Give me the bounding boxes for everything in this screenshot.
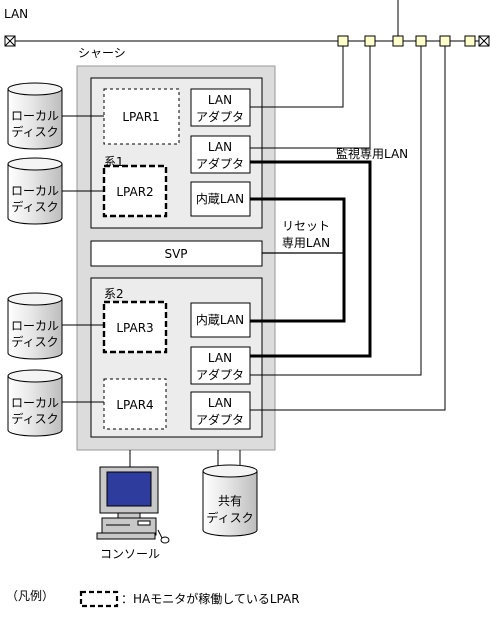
lan-adapter-2: LAN アダプタ <box>190 135 251 174</box>
reset-lan-label-1: リセット <box>282 219 330 233</box>
local-disk-label: ディスク <box>11 199 58 214</box>
local-disk-label: ディスク <box>11 411 58 426</box>
shared-disk-label: ディスク <box>206 510 253 525</box>
lan-adapter-label: LAN <box>208 396 232 410</box>
monitoring-lan-line <box>250 160 372 358</box>
legend-prefix: （凡例） <box>6 589 54 603</box>
internal-lan-2: 内蔵LAN <box>190 302 251 338</box>
internal-lan-1: 内蔵LAN <box>190 181 251 217</box>
local-disk-4: ローカル ディスク <box>7 369 63 437</box>
internal-lan-label: 内蔵LAN <box>196 192 244 206</box>
lan-adapter-label: アダプタ <box>196 367 244 382</box>
shared-disk-label: 共有 <box>218 494 242 508</box>
lpar-1: LPAR1 <box>103 88 180 145</box>
lan-label: LAN <box>4 7 28 21</box>
svp-box <box>90 240 263 267</box>
local-disk-label: ローカル <box>11 109 59 123</box>
lpar-2: LPAR2 <box>102 164 168 218</box>
lan-adapter-label: アダプタ <box>196 156 244 171</box>
chassis-label: シャーシ <box>78 46 126 60</box>
local-disk-1: ローカル ディスク <box>7 82 63 150</box>
legend-ha-lpar-icon <box>79 590 119 608</box>
lan-adapter-3: LAN アダプタ <box>190 346 251 385</box>
reset-lan-line <box>250 197 346 323</box>
legend-description: ：HAモニタが稼働しているLPAR <box>121 591 300 606</box>
lan-adapter-4: LAN アダプタ <box>190 391 251 430</box>
internal-lan-label: 内蔵LAN <box>196 313 244 327</box>
local-disk-2: ローカル ディスク <box>7 157 63 225</box>
reset-lan-label-2: 専用LAN <box>282 236 330 250</box>
lpar-label: LPAR4 <box>116 398 153 412</box>
system2-label: 系2 <box>104 287 124 301</box>
local-disk-label: ローカル <box>11 396 59 410</box>
lpar-label: LPAR2 <box>116 185 153 199</box>
lan-adapter-1: LAN アダプタ <box>190 88 251 127</box>
lan-adapter-label: LAN <box>208 140 232 154</box>
monitoring-lan-label: 監視専用LAN <box>336 146 408 161</box>
lpar-4: LPAR4 <box>103 378 167 430</box>
lan-terminator-left-icon <box>4 35 16 47</box>
lpar-label: LPAR3 <box>116 321 153 335</box>
console-label: コンソール <box>100 547 160 561</box>
shared-disk: 共有 ディスク <box>202 464 258 537</box>
lan-adapter-label: LAN <box>208 93 232 107</box>
lpar-3: LPAR3 <box>102 300 168 354</box>
local-disk-label: ディスク <box>11 124 58 139</box>
lan-adapter-label: アダプタ <box>196 109 244 124</box>
disk-connector-lines <box>62 115 104 403</box>
lpar-label: LPAR1 <box>122 110 159 124</box>
lan-adapter-label: アダプタ <box>196 412 244 427</box>
local-disk-label: ローカル <box>11 184 59 198</box>
lan-terminator-right-icon <box>478 35 490 47</box>
lan-connection-lines <box>250 46 446 411</box>
local-disk-label: ローカル <box>11 319 59 333</box>
local-disk-label: ディスク <box>11 334 58 349</box>
lan-adapter-label: LAN <box>208 351 232 365</box>
local-disk-3: ローカル ディスク <box>7 292 63 360</box>
computer-icon <box>96 466 170 544</box>
svp-label: SVP <box>164 247 187 261</box>
